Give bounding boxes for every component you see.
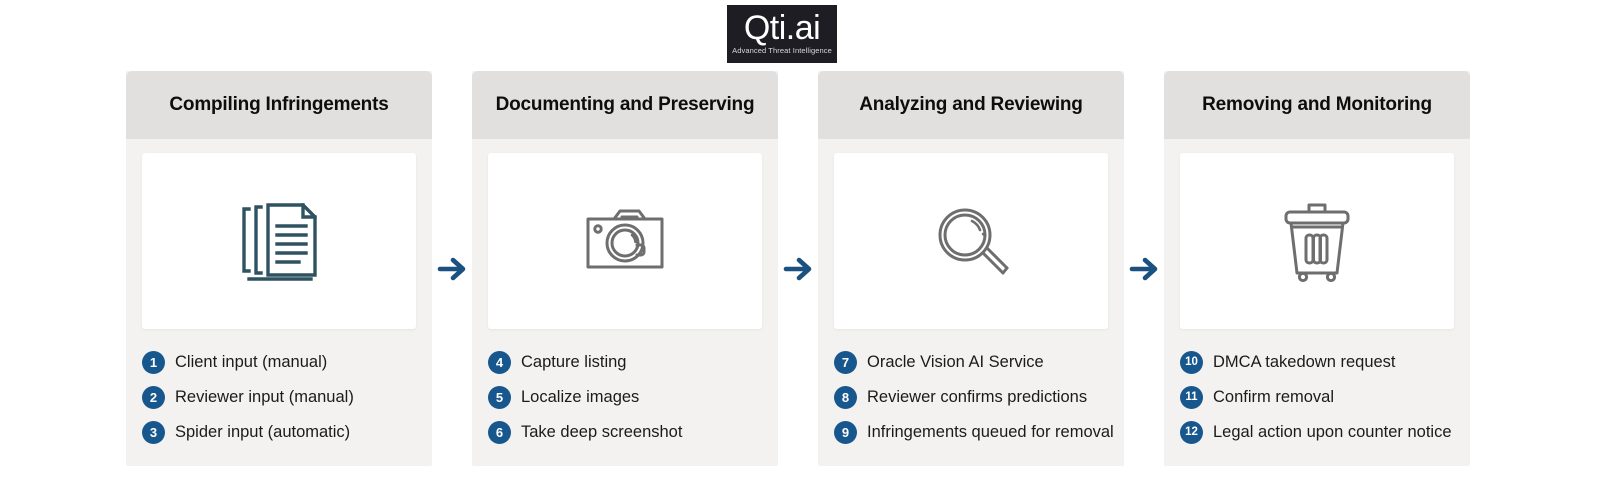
logo-tagline: Advanced Threat Intelligence xyxy=(732,46,832,55)
stage-compiling-infringements: Compiling Infringements xyxy=(126,71,432,466)
stage-title: Documenting and Preserving xyxy=(495,94,755,115)
step-number-badge: 6 xyxy=(488,421,511,444)
step-label: DMCA takedown request xyxy=(1213,353,1396,371)
stage-header: Documenting and Preserving xyxy=(472,71,778,139)
list-item: 11 Confirm removal xyxy=(1180,380,1470,415)
stage-header: Compiling Infringements xyxy=(126,71,432,139)
list-item: 12 Legal action upon counter notice xyxy=(1180,415,1470,450)
stage-removing-and-monitoring: Removing and Monitoring xyxy=(1164,71,1470,466)
step-list: 1 Client input (manual) 2 Reviewer input… xyxy=(142,345,432,466)
step-label: Capture listing xyxy=(521,353,627,371)
magnifier-icon xyxy=(923,193,1019,289)
list-item: 8 Reviewer confirms predictions xyxy=(834,380,1124,415)
step-label: Take deep screenshot xyxy=(521,423,683,441)
list-item: 3 Spider input (automatic) xyxy=(142,415,432,450)
qti-ai-logo: Qti.ai Advanced Threat Intelligence xyxy=(727,5,837,63)
step-number-badge: 2 xyxy=(142,386,165,409)
stage-title: Analyzing and Reviewing xyxy=(859,94,1083,115)
step-label: Reviewer input (manual) xyxy=(175,388,354,406)
stage-icon-card xyxy=(488,153,762,329)
step-label: Reviewer confirms predictions xyxy=(867,388,1088,406)
step-number-badge: 5 xyxy=(488,386,511,409)
camera-icon xyxy=(577,193,673,289)
arrow-right-icon xyxy=(781,252,815,286)
stage-documenting-and-preserving: Documenting and Preserving 4 Capture xyxy=(472,71,778,466)
trash-bin-icon xyxy=(1269,193,1365,289)
list-item: 5 Localize images xyxy=(488,380,778,415)
step-number-badge: 4 xyxy=(488,351,511,374)
workflow-diagram: Compiling Infringements xyxy=(126,71,1470,466)
list-item: 6 Take deep screenshot xyxy=(488,415,778,450)
step-label: Oracle Vision AI Service xyxy=(867,353,1044,371)
step-label: Client input (manual) xyxy=(175,353,328,371)
step-label: Confirm removal xyxy=(1213,388,1335,406)
step-number-badge: 7 xyxy=(834,351,857,374)
stage-header: Analyzing and Reviewing xyxy=(818,71,1124,139)
stage-icon-card xyxy=(142,153,416,329)
step-number-badge: 11 xyxy=(1180,386,1203,409)
arrow-right-icon xyxy=(1127,252,1161,286)
step-list: 10 DMCA takedown request 11 Confirm remo… xyxy=(1180,345,1470,466)
stage-title: Compiling Infringements xyxy=(169,94,389,115)
list-item: 2 Reviewer input (manual) xyxy=(142,380,432,415)
stage-analyzing-and-reviewing: Analyzing and Reviewing 7 Oracle Vision … xyxy=(818,71,1124,466)
step-label: Legal action upon counter notice xyxy=(1213,423,1452,441)
step-number-badge: 9 xyxy=(834,421,857,444)
stage-icon-card xyxy=(834,153,1108,329)
step-list: 7 Oracle Vision AI Service 8 Reviewer co… xyxy=(834,345,1124,466)
connector-2 xyxy=(778,71,818,466)
step-number-badge: 10 xyxy=(1180,351,1203,374)
step-number-badge: 8 xyxy=(834,386,857,409)
step-list: 4 Capture listing 5 Localize images 6 Ta… xyxy=(488,345,778,466)
list-item: 10 DMCA takedown request xyxy=(1180,345,1470,380)
step-label: Localize images xyxy=(521,388,640,406)
logo-wordmark: Qti.ai xyxy=(743,9,821,47)
list-item: 9 Infringements queued for removal xyxy=(834,415,1124,450)
step-number-badge: 1 xyxy=(142,351,165,374)
stage-header: Removing and Monitoring xyxy=(1164,71,1470,139)
step-number-badge: 12 xyxy=(1180,421,1203,444)
arrow-right-icon xyxy=(435,252,469,286)
stage-icon-card xyxy=(1180,153,1454,329)
connector-3 xyxy=(1124,71,1164,466)
step-number-badge: 3 xyxy=(142,421,165,444)
list-item: 4 Capture listing xyxy=(488,345,778,380)
step-label: Spider input (automatic) xyxy=(175,423,351,441)
step-label: Infringements queued for removal xyxy=(867,423,1114,441)
documents-icon xyxy=(231,193,327,289)
connector-1 xyxy=(432,71,472,466)
list-item: 7 Oracle Vision AI Service xyxy=(834,345,1124,380)
stage-title: Removing and Monitoring xyxy=(1202,94,1432,115)
list-item: 1 Client input (manual) xyxy=(142,345,432,380)
